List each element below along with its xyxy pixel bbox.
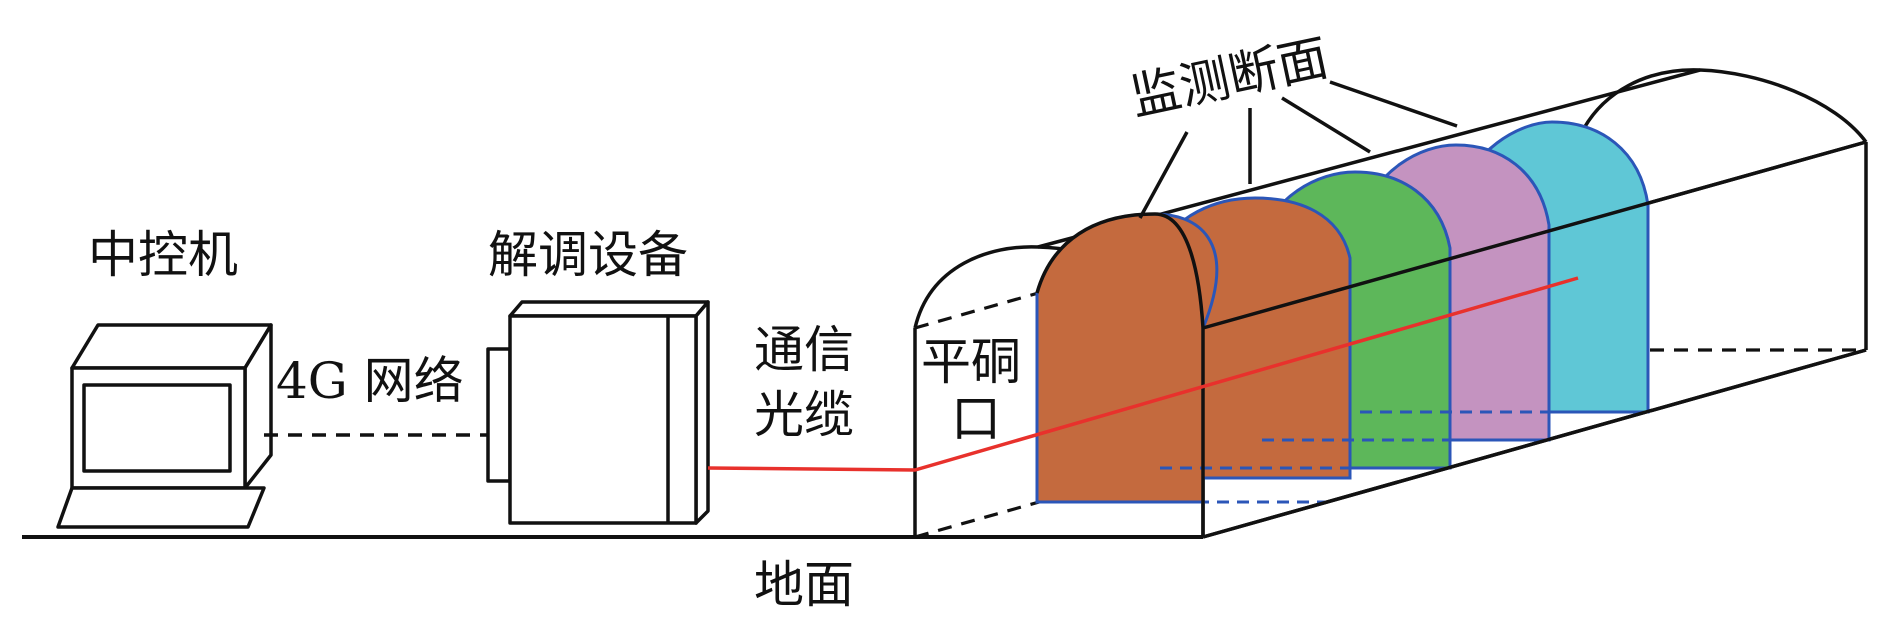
leader-line-3 [1281,96,1371,154]
leader-line-4 [1329,80,1458,128]
computer-monitor [70,366,247,490]
adit-label-line2: 口 [951,390,1001,448]
front-arch [1035,212,1205,329]
demodulator-side [694,300,710,525]
demodulator-label: 解调设备 [488,226,688,284]
demodulator-port [486,347,512,483]
section-bases [1037,410,1648,504]
computer-screen [82,383,232,473]
section-leader-lines [1138,80,1458,219]
cable-label-line2: 光缆 [754,386,854,444]
fiber-optic-cable [707,276,1579,472]
front-top-edge [1202,140,1867,330]
leader-line-1 [1138,131,1189,219]
computer-monitor-top [70,323,273,370]
front-bottom-edge [1202,348,1867,539]
network-label: 4G 网络 [276,352,464,410]
tunnel-front-edges [1035,140,1867,539]
demodulator-top [508,300,710,318]
demodulator-body [508,314,698,525]
computer-keyboard [56,486,266,529]
cable-label-line1: 通信 [754,321,854,379]
section-1 [1035,212,1219,504]
adit-label-line1: 平硐 [921,333,1021,391]
demodulator-device [486,300,710,525]
ground-label: 地面 [754,556,854,614]
controller-label: 中控机 [88,226,238,284]
tunnel-far-arch [1576,68,1868,144]
control-computer [56,323,273,529]
